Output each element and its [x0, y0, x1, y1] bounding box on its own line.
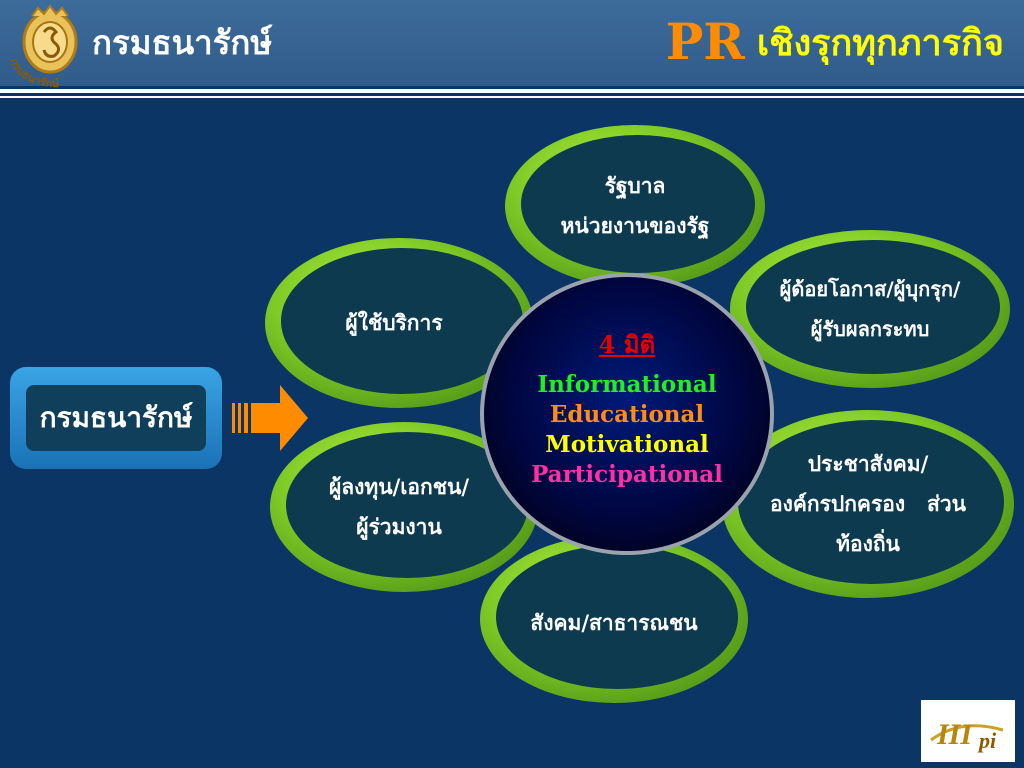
mpi-logo-mark: III [936, 718, 973, 751]
petal-civil-society-line-1: ประชาสังคม/ [807, 451, 929, 476]
petal-investors-line-2: ผู้ร่วมงาน [356, 514, 442, 539]
dimension-informational: Informational [537, 371, 717, 398]
slide-title-rest: เชิงรุกทุกภารกิจ [756, 22, 1004, 64]
hub-title: 4 มิติ [598, 330, 656, 359]
mpi-logo-sub: pi [977, 728, 997, 753]
dimension-educational: Educational [549, 401, 705, 428]
department-box: กรมธนารักษ์ [10, 367, 222, 469]
header-bar [0, 0, 1024, 86]
mpi-logo: III pi [921, 700, 1015, 762]
treasury-seal-icon: กรมธนารักษ์ [7, 4, 78, 88]
slide-title: PR เชิงรุกทุกภารกิจ [666, 12, 1004, 71]
arrow-right-icon [232, 385, 308, 451]
dimensions-hub: 4 มิติ Informational Educational Motivat… [480, 273, 774, 555]
slide-title-pr: PR [665, 12, 745, 71]
org-name: กรมธนารักษ์ [92, 23, 273, 62]
petal-investors-line-1: ผู้ลงทุน/เอกชน/ [328, 474, 470, 499]
petal-public: สังคม/สาธารณชน [480, 535, 748, 703]
petal-government-line-2: หน่วยงานของรัฐ [560, 213, 710, 238]
petal-disadvantaged: ผู้ด้อยโอกาส/ผู้บุกรุก/ ผู้รับผลกระทบ [730, 230, 1010, 388]
petal-government: รัฐบาล หน่วยงานของรัฐ [505, 125, 765, 287]
dimension-motivational: Motivational [545, 431, 709, 458]
petal-service-users-line-1: ผู้ใช้บริการ [345, 310, 443, 335]
petal-civil-society-line-3: ท้องถิ่น [836, 531, 900, 556]
petal-civil-society-line-2: องค์กรปกครอง ส่วน [769, 491, 967, 516]
header-rule [0, 89, 1024, 93]
petal-disadvantaged-line-2: ผู้รับผลกระทบ [810, 317, 930, 341]
petal-public-line-1: สังคม/สาธารณชน [530, 610, 698, 635]
header-rule-thin [0, 96, 1024, 98]
department-label: กรมธนารักษ์ [26, 385, 206, 451]
petal-government-line-1: รัฐบาล [604, 173, 666, 198]
dimension-participational: Participational [531, 461, 723, 488]
petal-disadvantaged-line-1: ผู้ด้อยโอกาส/ผู้บุกรุก/ [779, 277, 961, 301]
